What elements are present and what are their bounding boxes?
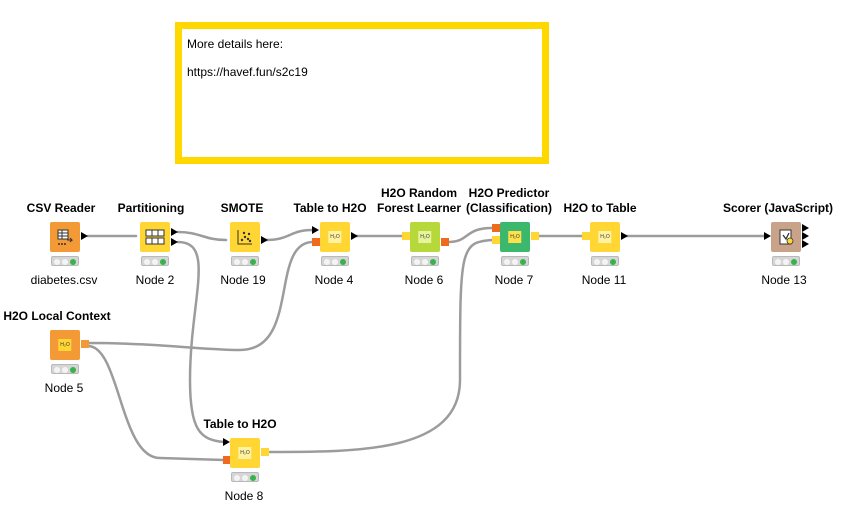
node-table-to-h2o-8[interactable]: H₂O <box>230 438 260 468</box>
input-port-frame[interactable] <box>492 236 500 244</box>
output-port-1[interactable] <box>802 224 809 232</box>
output-port[interactable] <box>531 232 539 240</box>
connection-partitioning-to-table-to-h2o-8[interactable] <box>176 240 226 444</box>
input-port[interactable] <box>764 232 771 240</box>
node-h2o-rf-learner[interactable]: H₂O <box>410 222 440 252</box>
connection-learner-to-predictor[interactable] <box>446 226 494 244</box>
input-port[interactable] <box>312 226 319 234</box>
node-status <box>231 472 259 482</box>
h2o-icon: H₂O <box>238 447 252 459</box>
node-title-csv-reader: CSV Reader <box>26 201 96 215</box>
node-label-h2o-predictor[interactable]: Node 7 <box>494 273 534 287</box>
node-label-table-to-h2o-4[interactable]: Node 4 <box>314 273 354 287</box>
connection-local-context-to-table-to-h2o-8[interactable] <box>86 344 226 462</box>
node-title-table-to-h2o-4: Table to H2O <box>293 201 367 215</box>
node-title-h2o-rf-learner-line1: H2O Random <box>380 186 458 200</box>
input-port-h2o[interactable] <box>312 238 320 246</box>
input-port-model[interactable] <box>492 224 500 232</box>
node-label-partitioning[interactable]: Node 2 <box>135 273 175 287</box>
connection-table-to-h2o-8-to-predictor[interactable] <box>268 238 494 454</box>
input-port[interactable] <box>402 232 410 240</box>
output-port-1[interactable] <box>171 228 178 236</box>
workflow-annotation[interactable]: More details here: https://havef.fun/s2c… <box>175 22 549 164</box>
node-h2o-local-context[interactable]: H₂O <box>50 330 80 360</box>
node-status <box>321 256 349 266</box>
output-port[interactable] <box>261 236 268 244</box>
h2o-icon: H₂O <box>58 339 72 351</box>
input-port[interactable] <box>582 232 590 240</box>
node-status <box>772 256 800 266</box>
connection-smote-to-table-to-h2o-4[interactable] <box>264 228 314 242</box>
node-title-partitioning: Partitioning <box>117 201 185 215</box>
node-title-scorer: Scorer (JavaScript) <box>722 201 834 215</box>
annotation-line-1: More details here: <box>187 37 284 51</box>
node-smote[interactable] <box>230 222 260 252</box>
file-reader-icon <box>57 229 74 245</box>
node-csv-reader[interactable] <box>50 222 80 252</box>
node-status <box>591 256 619 266</box>
node-h2o-to-table[interactable]: H₂O <box>590 222 620 252</box>
input-port-h2o[interactable] <box>223 456 231 464</box>
output-port-h2o-model[interactable] <box>441 238 449 246</box>
annotation-link[interactable]: https://havef.fun/s2c19 <box>187 65 308 79</box>
node-status <box>141 256 169 266</box>
h2o-icon: H₂O <box>508 231 522 243</box>
node-status <box>501 256 529 266</box>
output-port-h2o-context[interactable] <box>81 340 89 348</box>
node-label-h2o-to-table[interactable]: Node 11 <box>581 273 627 287</box>
h2o-icon: H₂O <box>418 231 432 243</box>
node-label-scorer[interactable]: Node 13 <box>761 273 807 287</box>
node-status <box>51 364 79 374</box>
node-table-to-h2o-4[interactable]: H₂O <box>320 222 350 252</box>
node-title-smote: SMOTE <box>220 201 264 215</box>
output-port[interactable] <box>351 232 358 240</box>
node-status <box>411 256 439 266</box>
table-split-icon <box>145 229 165 245</box>
output-port-2[interactable] <box>802 232 809 240</box>
h2o-icon: H₂O <box>598 231 612 243</box>
node-h2o-predictor[interactable]: H₂O <box>500 222 530 252</box>
node-title-h2o-predictor-line1: H2O Predictor <box>468 186 550 200</box>
node-label-smote[interactable]: Node 19 <box>220 273 266 287</box>
node-label-h2o-rf-learner[interactable]: Node 6 <box>404 273 444 287</box>
output-port-2[interactable] <box>171 238 178 246</box>
output-port[interactable] <box>261 448 269 456</box>
node-status <box>231 256 259 266</box>
node-label-table-to-h2o-8[interactable]: Node 8 <box>224 489 264 503</box>
input-port[interactable] <box>223 438 230 446</box>
scorer-icon <box>779 229 794 245</box>
node-title-h2o-rf-learner-line2: Forest Learner <box>376 201 462 215</box>
connection-partitioning-to-smote[interactable] <box>176 230 228 242</box>
h2o-icon: H₂O <box>328 231 342 243</box>
output-port-3[interactable] <box>802 240 809 248</box>
node-title-table-to-h2o-8: Table to H2O <box>203 417 277 431</box>
output-port[interactable] <box>621 232 628 240</box>
connection-local-context-to-table-to-h2o-4[interactable] <box>86 240 314 352</box>
scatter-icon <box>237 230 252 245</box>
node-status <box>51 256 79 266</box>
node-title-h2o-to-table: H2O to Table <box>563 201 637 215</box>
output-port[interactable] <box>81 232 88 240</box>
node-partitioning[interactable] <box>140 222 170 252</box>
node-label-csv-reader[interactable]: diabetes.csv <box>30 273 98 287</box>
node-scorer[interactable] <box>771 222 801 252</box>
node-title-h2o-local-context: H2O Local Context <box>3 309 111 323</box>
node-label-h2o-local-context[interactable]: Node 5 <box>44 381 84 395</box>
node-title-h2o-predictor-line2: (Classification) <box>465 201 553 215</box>
